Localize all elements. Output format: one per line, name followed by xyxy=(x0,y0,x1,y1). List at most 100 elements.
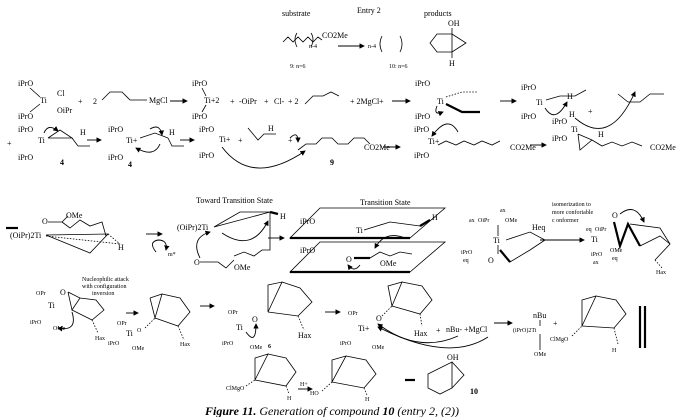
ome-label: OMe xyxy=(610,248,623,254)
transition-state-planes: Transition State iPrO Ti iPrO H O OMe xyxy=(289,198,447,274)
ax-label: ax xyxy=(500,208,506,214)
nbu-label: nBu xyxy=(533,311,546,320)
plus-sign: + xyxy=(436,326,441,335)
ome-label: OMe xyxy=(132,346,145,352)
substrate-n4: n-4 xyxy=(309,44,317,50)
ipro-label: iPrO xyxy=(414,125,429,134)
ti-label: Ti xyxy=(536,98,544,107)
ipro-label: iPrO xyxy=(300,246,315,255)
ti-label: Ti xyxy=(48,301,56,310)
coefficient: 2 xyxy=(93,97,97,106)
hax-label: Hax xyxy=(656,270,666,276)
row-4-cyclization: Nucleophilic attack with configuration i… xyxy=(30,277,647,358)
nucleophilic-note-line1: Nucleophilic attack xyxy=(82,277,129,283)
entry-label: Entry 2 xyxy=(357,6,381,15)
mgcl-plus: + 2MgCl+ xyxy=(350,97,384,106)
oh-label: OH xyxy=(447,353,459,362)
opr-label: OPr xyxy=(117,321,127,327)
opr-label: OPr xyxy=(348,311,358,317)
plus-sign: + xyxy=(288,136,293,145)
o-label: O xyxy=(252,315,258,324)
plus-sign: + xyxy=(553,319,558,328)
ome-label: OMe xyxy=(234,263,251,272)
isomerization-note-line2: more conforiable xyxy=(552,209,593,216)
ipro-label: iPrO xyxy=(222,341,234,347)
ipro-label: iPrO xyxy=(199,151,214,160)
h-label: H xyxy=(569,110,575,119)
figure-caption: Figure 11. Generation of compound 10 (en… xyxy=(204,404,459,417)
chloride: Cl- xyxy=(274,97,285,106)
ti-label: Ti xyxy=(38,136,46,145)
nucleophilic-note-line3: inversion xyxy=(92,291,114,297)
opr-label: OPr xyxy=(36,291,46,297)
h-label: H xyxy=(280,212,286,221)
o-label: O xyxy=(42,217,48,226)
h-label: H xyxy=(612,348,617,354)
ipro-label: iPrO xyxy=(18,153,33,162)
ax-label: ax xyxy=(593,260,599,266)
toward-transition-state-title: Toward Transition State xyxy=(196,196,273,205)
hax-label: Hax xyxy=(95,336,105,342)
ti2-label: Ti+2 xyxy=(204,96,219,105)
ipro-label: iPrO xyxy=(591,252,603,258)
ipro-label: iPrO xyxy=(18,125,33,134)
oipr-label: OiPr xyxy=(595,227,606,233)
tiopr2-label: (OiPr)2Ti xyxy=(10,231,42,240)
ax-label: ax xyxy=(469,218,475,224)
co2me-label: CO2Me xyxy=(650,143,676,152)
h-label: H xyxy=(432,213,438,222)
plus-sign: + xyxy=(238,136,243,145)
row-1-reagent-formation: iPrO Ti Cl OiPr iPrO + 2 MgCl iPrO Ti+2 … xyxy=(18,79,664,129)
o-label: O xyxy=(194,258,200,267)
mgcl-label: MgCl xyxy=(149,96,168,105)
ti-plus-label: Ti+ xyxy=(428,137,440,146)
nucleophilic-note-line2: with configuration xyxy=(82,283,127,290)
substrate-co2me: CO2Me xyxy=(322,31,348,40)
ipro-label: iPrO xyxy=(461,250,473,256)
butyl-anion xyxy=(304,91,340,105)
ti-plus-label: Ti+ xyxy=(219,135,231,144)
ipro-label: iPrO xyxy=(521,112,536,121)
heq-label: Heq xyxy=(532,223,545,232)
entry-2-scheme: substrate Entry 2 products CO2Me n-4 n-4… xyxy=(282,6,467,70)
isomerization-note-line1: isomerization to xyxy=(552,202,591,208)
clmgo-label: ClMgO xyxy=(226,386,245,392)
opr-label: OPr xyxy=(228,310,238,316)
row-3-transition-state: OMe O (OiPr)2Ti H m* Toward Transition S… xyxy=(6,196,671,276)
h-label: H xyxy=(268,124,274,133)
ipro2ti-label: (iPrO)2Ti xyxy=(513,327,537,334)
o-label: O xyxy=(376,314,382,323)
isopropoxide: -OiPr xyxy=(239,97,257,106)
ti-label: Ti xyxy=(571,125,579,134)
ipro-label: iPrO xyxy=(415,112,430,121)
ipro-label: iPrO xyxy=(552,117,567,126)
ho-label: HO xyxy=(310,391,319,397)
ti-plus-label: Ti+ xyxy=(126,136,138,145)
coefficient: + 2 xyxy=(288,97,299,106)
hax-label: Hax xyxy=(414,329,427,338)
compound-10-label: 10 xyxy=(470,387,478,396)
o-label: O xyxy=(612,211,618,220)
ti-label: Ti xyxy=(126,329,134,338)
co2me-label: CO2Me xyxy=(510,143,536,152)
eq-label: eq xyxy=(586,227,592,233)
ipro-label: iPrO xyxy=(192,112,207,121)
ome-label: OMe xyxy=(534,352,547,358)
hax-label: Hax xyxy=(298,331,311,340)
product-h: H xyxy=(449,59,455,68)
clmgo-label: ClMgO xyxy=(550,337,569,343)
ome-label: OMe xyxy=(250,345,263,351)
ome-label: OMe xyxy=(505,218,518,224)
substrate-bracket xyxy=(294,32,314,48)
h-label: H xyxy=(169,128,175,137)
ipro-label: iPrO xyxy=(415,79,430,88)
row-5-protonation: ClMgO H H+ HO H OH 10 xyxy=(226,353,478,403)
ipro-label: iPrO xyxy=(340,341,352,347)
rotation-icon xyxy=(152,239,170,253)
o-label: O xyxy=(137,328,142,334)
cl-label: Cl xyxy=(57,89,65,98)
ipro-label: iPrO xyxy=(18,112,33,121)
butene xyxy=(617,93,664,103)
compound-4-label: 4 xyxy=(60,158,64,167)
